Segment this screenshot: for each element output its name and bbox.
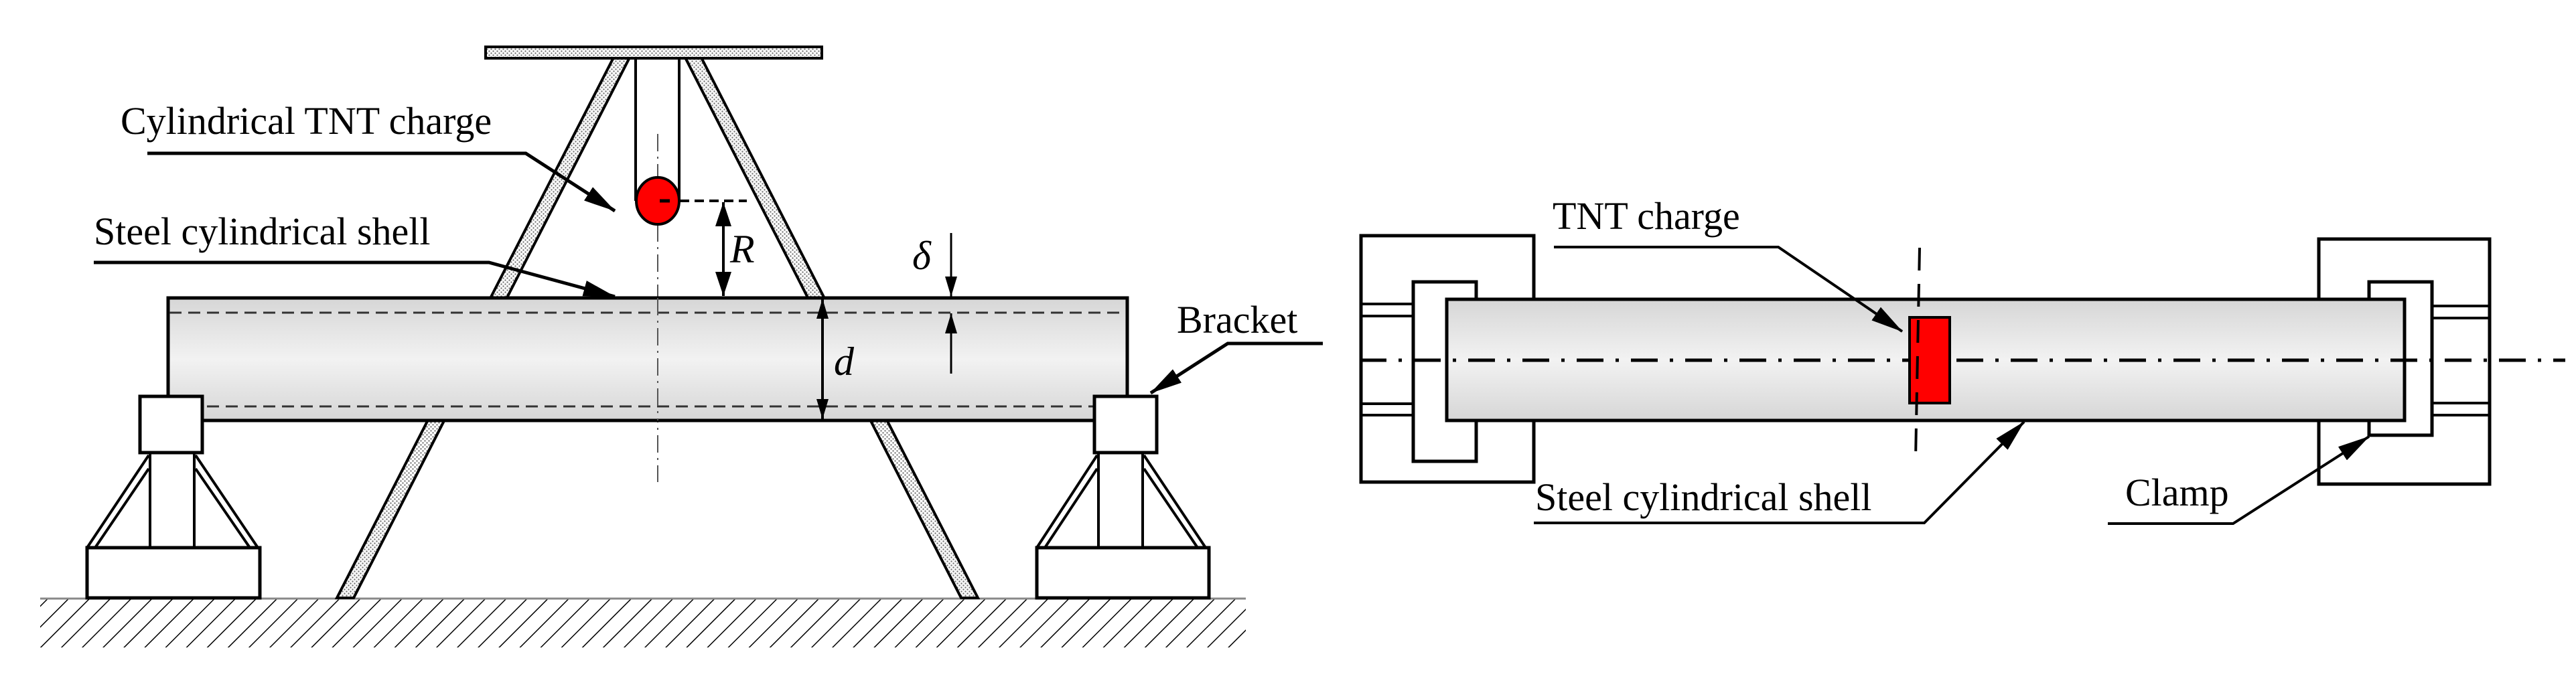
bracket-right-base <box>1035 546 1211 600</box>
top-view-panel: TNT charge Steel cylindrical shell Clamp <box>1359 194 2565 525</box>
ground-hatch <box>40 599 1246 647</box>
bracket-right-strut-2 <box>1044 467 1098 549</box>
top-plate <box>484 46 823 60</box>
diameter-arrow-up <box>816 299 829 319</box>
standoff-arrow-up <box>715 202 731 226</box>
leader-steel-cylindrical-shell-right <box>1534 420 2025 524</box>
standoff-arrow-down <box>715 272 731 296</box>
diameter-arrow-down <box>816 399 829 419</box>
bracket-left-block <box>138 394 204 455</box>
bracket-left-strut-3 <box>194 454 259 549</box>
label-charge-right: TNT charge <box>1553 194 1904 333</box>
label-steel-cylindrical-shell-right: Steel cylindrical shell <box>1535 475 1872 519</box>
charge-holder <box>634 58 681 201</box>
leader-clamp <box>2108 435 2370 525</box>
bracket-right-block <box>1092 394 1159 455</box>
bracket-right <box>1035 394 1211 600</box>
standoff-symbol: R <box>729 227 755 271</box>
standoff-dimension: R <box>715 202 755 296</box>
leader-tnt-charge <box>1554 246 1904 333</box>
diameter-symbol: d <box>834 339 855 384</box>
label-clamp-text: Clamp <box>2125 471 2229 514</box>
leader-cylindrical-tnt-charge <box>147 151 616 213</box>
bracket-left-strut-1 <box>86 454 150 549</box>
tnt-charge-rect <box>1908 316 1951 404</box>
label-cylindrical-tnt-charge: Cylindrical TNT charge <box>121 99 492 143</box>
bracket-left-strut-4 <box>194 467 251 549</box>
bracket-left <box>85 394 262 600</box>
label-steel-cylindrical-shell-left: Steel cylindrical shell <box>94 210 431 253</box>
label-shell-right: Steel cylindrical shell <box>1534 420 2025 524</box>
label-tnt-charge: TNT charge <box>1553 194 1740 238</box>
ground <box>40 597 1246 647</box>
diameter-dimension: d <box>816 299 855 419</box>
label-clamp: Clamp <box>2108 435 2370 525</box>
thickness-arrow-up <box>945 313 957 333</box>
label-charge-left: Cylindrical TNT charge <box>121 99 616 213</box>
label-shell-left: Steel cylindrical shell <box>94 210 616 299</box>
tnt-charge-top <box>1908 247 1951 459</box>
shell-body <box>166 296 1129 422</box>
steel-shell-side <box>166 296 1129 422</box>
thickness-arrow-down <box>945 277 957 297</box>
bracket-left-strut-2 <box>94 467 150 549</box>
side-view-panel: R δ d <box>40 46 1323 647</box>
bracket-right-strut-4 <box>1143 467 1199 549</box>
leader-steel-cylindrical-shell-left <box>94 260 616 299</box>
label-bracket: Bracket <box>1149 298 1323 395</box>
charge-circle <box>635 176 681 226</box>
bracket-right-strut-3 <box>1143 454 1207 549</box>
leader-bracket <box>1149 341 1323 395</box>
cylindrical-tnt-charge <box>635 176 747 226</box>
thickness-symbol: δ <box>912 234 932 278</box>
bracket-right-strut-1 <box>1035 454 1098 549</box>
bracket-left-base <box>85 546 262 600</box>
thickness-dimension: δ <box>912 233 957 374</box>
label-bracket-text: Bracket <box>1177 298 1297 341</box>
